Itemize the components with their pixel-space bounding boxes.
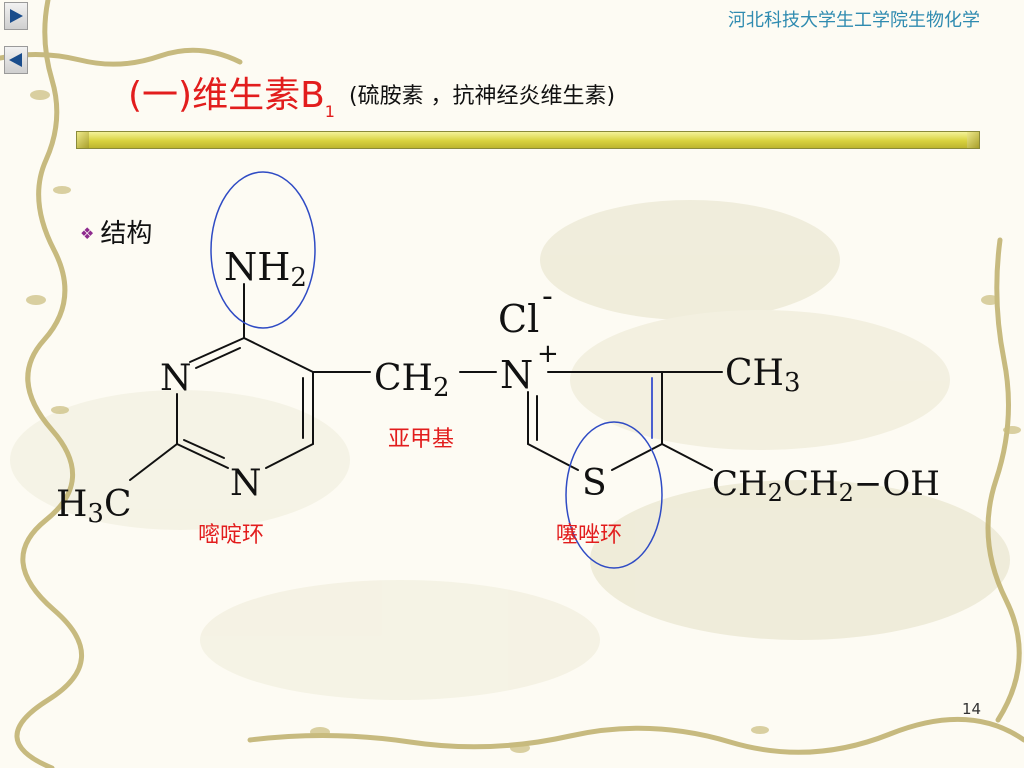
divider-cap-right (967, 132, 979, 148)
triangle-right-icon (10, 9, 23, 23)
bond-c4-c5 (243, 337, 314, 373)
institution-header: 河北科技大学生工学院生物化学 (728, 10, 980, 31)
divider-cap-left (77, 132, 89, 148)
atom-n-charge: + (537, 339, 559, 369)
title-alias: (硫胺素 ，抗神经炎维生素) (348, 84, 616, 109)
bond-n1-c2-double (183, 439, 225, 459)
atom-ch3: CH3 (725, 353, 801, 398)
atom-h3c: H3C (56, 484, 132, 529)
bullet-structure: ❖ 结构 (80, 213, 152, 250)
atom-nh2: NH2 (224, 245, 307, 293)
bond-n1-c2 (176, 443, 229, 469)
atom-ethanol-chain: CH2CH2−OH (712, 464, 940, 507)
title-main: (一)维生素B (128, 75, 325, 116)
title-divider-bar (76, 131, 980, 149)
bond-c4-n3 (189, 337, 245, 363)
bond-c4-n3-double (195, 347, 241, 369)
atom-s: S (582, 463, 607, 504)
amino-highlight-circle (210, 171, 316, 329)
label-methylene: 亚甲基 (388, 427, 454, 452)
title-subscript: 1 (324, 102, 335, 121)
next-slide-button[interactable] (4, 2, 28, 30)
label-pyrimidine-ring: 嘧啶环 (198, 523, 264, 548)
bond-s-c5t (611, 443, 663, 471)
diamond-bullet-icon: ❖ (80, 224, 95, 243)
atom-cl-charge: - (542, 279, 553, 314)
atom-cl: Cl (498, 297, 539, 341)
atom-n-thiazolium: N (500, 353, 533, 397)
sulfur-highlight-circle (565, 421, 663, 569)
previous-slide-button[interactable] (4, 46, 28, 74)
bond-c6-n1 (265, 443, 314, 469)
bond-c5t-chain (661, 443, 713, 471)
bond-c2-ch3 (129, 443, 178, 481)
slide-title: (一)维生素B1 (硫胺素 ，抗神经炎维生素) (128, 66, 616, 121)
atom-n-ring-top: N (160, 358, 192, 399)
page-number: 14 (962, 700, 982, 718)
label-thiazole-ring: 噻唑环 (556, 523, 622, 548)
atom-n-ring-bottom: N (230, 463, 262, 504)
triangle-left-icon (9, 53, 22, 67)
atom-ch2-bridge: CH2 (374, 358, 450, 403)
bullet-text: 结构 (100, 219, 153, 249)
